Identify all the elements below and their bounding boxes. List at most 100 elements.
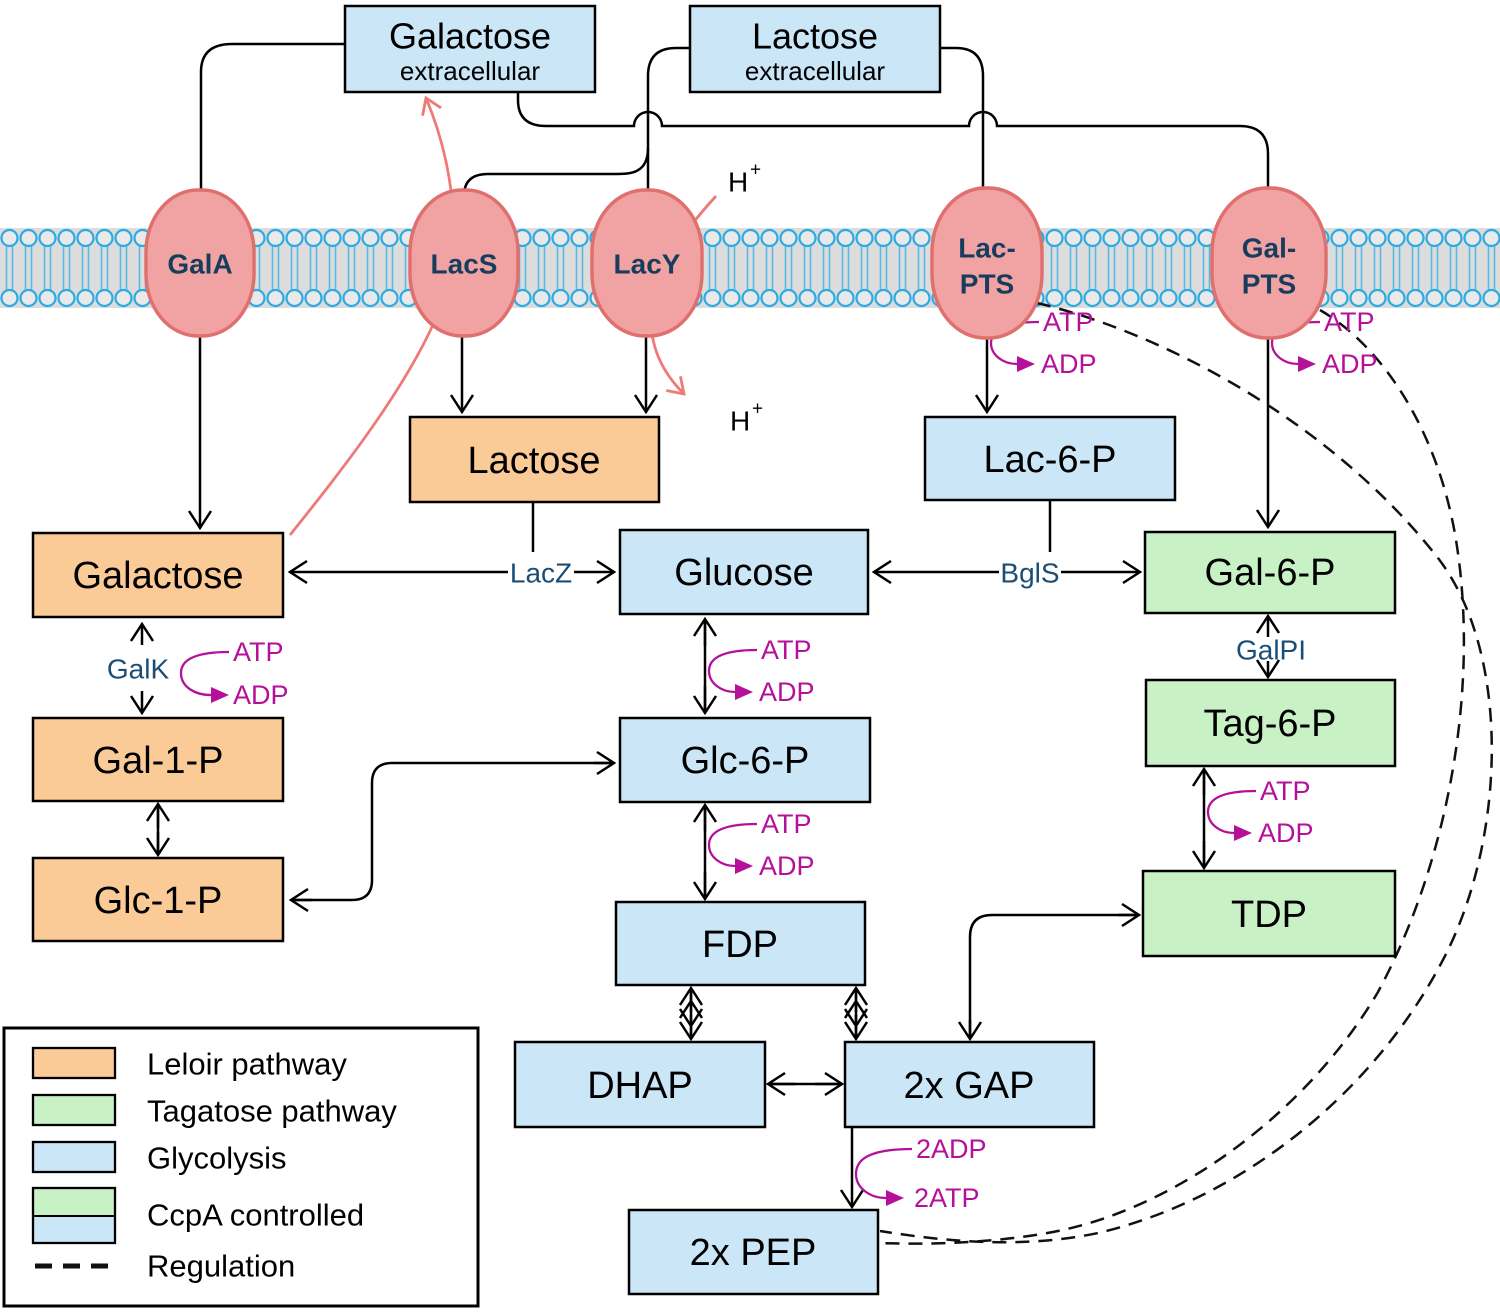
box-galactose-extracellular: Galactose extracellular bbox=[343, 4, 597, 94]
proton-symbol: H bbox=[730, 406, 750, 437]
reaction-lines bbox=[129, 500, 1281, 1210]
box-gal1p: Gal-1-P bbox=[31, 716, 285, 803]
node-title: Lactose bbox=[752, 16, 878, 57]
node-label: Gal-6-P bbox=[1205, 552, 1336, 594]
legend-swatch-ccpa-top bbox=[32, 1187, 116, 1217]
transporter-label-line1: Gal- bbox=[1242, 233, 1296, 264]
box-glc6p: Glc-6-P bbox=[618, 716, 872, 804]
node-label: 2x GAP bbox=[904, 1065, 1035, 1107]
node-rect bbox=[1141, 869, 1397, 958]
transporter-galpts: Gal- PTS bbox=[1210, 186, 1328, 340]
proton-label-bottom: H + bbox=[730, 399, 763, 437]
box-glc1p: Glc-1-P bbox=[31, 856, 285, 943]
box-lac6p: Lac-6-P bbox=[923, 415, 1177, 502]
box-tag6p: Tag-6-P bbox=[1144, 678, 1397, 768]
atp-label: ATP bbox=[1324, 307, 1375, 337]
enzyme-bgls-label: BglS bbox=[1000, 558, 1059, 589]
transporter-label-line2: PTS bbox=[960, 269, 1014, 300]
transporter-label-line2: PTS bbox=[1242, 269, 1296, 300]
box-dhap: DHAP bbox=[513, 1040, 767, 1129]
atp-label: ATP bbox=[1043, 307, 1094, 337]
adp-label: ADP bbox=[1258, 818, 1314, 848]
line-galactoseex-to-gala bbox=[199, 42, 350, 190]
transporter-gala: GalA bbox=[144, 188, 256, 338]
line-lactoseex-to-lacpts bbox=[940, 46, 985, 190]
box-glucose: Glucose bbox=[618, 528, 870, 616]
adp-arrowhead-icon bbox=[735, 858, 753, 874]
adp-label: ADP bbox=[759, 851, 815, 881]
cofactor-galk: ATP ADP bbox=[179, 637, 289, 710]
line-glc1p-glc6p bbox=[294, 761, 612, 902]
node-rect bbox=[923, 415, 1177, 502]
node-rect bbox=[618, 716, 872, 804]
legend-swatch-tagatose bbox=[31, 1093, 117, 1127]
adp-arrowhead-icon bbox=[1234, 825, 1252, 841]
box-gal6p: Gal-6-P bbox=[1143, 530, 1397, 615]
node-rect bbox=[1143, 530, 1397, 615]
transporter-shape bbox=[408, 188, 520, 338]
legend-label-leloir: Leloir pathway bbox=[147, 1047, 347, 1082]
node-label: DHAP bbox=[587, 1065, 693, 1107]
proton-charge: + bbox=[752, 399, 763, 420]
node-rect bbox=[31, 716, 285, 803]
node-rect bbox=[843, 1040, 1096, 1129]
box-fdp: FDP bbox=[614, 900, 867, 987]
atp-label: ATP bbox=[1260, 776, 1311, 806]
atp-adp-curve bbox=[707, 648, 758, 694]
node-label: Lactose bbox=[467, 440, 600, 482]
transporter-shape bbox=[1210, 186, 1328, 340]
line-galactoseex-to-galpts bbox=[516, 92, 1270, 190]
node-label: Glc-1-P bbox=[94, 880, 223, 922]
node-rect bbox=[614, 900, 867, 987]
box-pep: 2x PEP bbox=[627, 1208, 880, 1296]
node-subtitle: extracellular bbox=[745, 56, 886, 86]
legend-swatch-ccpa-frame bbox=[31, 1186, 117, 1245]
box-lactose-intracellular: Lactose bbox=[408, 415, 661, 504]
transport-lines bbox=[187, 42, 1281, 531]
legend-label-tagatose: Tagatose pathway bbox=[147, 1094, 397, 1129]
atp-label: ATP bbox=[761, 635, 812, 665]
node-rect bbox=[343, 4, 597, 94]
node-rect bbox=[1144, 678, 1397, 768]
node-label: 2x PEP bbox=[690, 1232, 817, 1274]
adp-arrowhead-icon bbox=[735, 684, 753, 700]
enzyme-lacz-label: LacZ bbox=[510, 558, 572, 589]
line-lactoseex-to-lacy bbox=[646, 46, 690, 190]
cofactor-gap-pep: 2ADP 2ATP bbox=[854, 1134, 987, 1213]
node-rect bbox=[688, 4, 942, 94]
transporter-lacy: LacY bbox=[590, 188, 704, 338]
node-label: Tag-6-P bbox=[1203, 703, 1336, 745]
legend-label-glycolysis: Glycolysis bbox=[147, 1141, 287, 1176]
node-rect bbox=[31, 531, 285, 619]
cofactor-tag6p-tdp: ATP ADP bbox=[1206, 776, 1314, 848]
node-label: Glc-6-P bbox=[681, 740, 810, 782]
transporter-lacpts: Lac- PTS bbox=[930, 186, 1044, 340]
line-branch-to-lacs bbox=[462, 147, 650, 206]
legend: Leloir pathway Tagatose pathway Glycolys… bbox=[2, 1026, 480, 1308]
node-label: Lac-6-P bbox=[983, 439, 1116, 481]
transporter-lacs: LacS bbox=[408, 188, 520, 338]
proton-label-top: H + bbox=[728, 160, 761, 198]
node-label: TDP bbox=[1231, 894, 1307, 936]
box-tdp: TDP bbox=[1141, 869, 1397, 958]
transporter-shape bbox=[590, 188, 704, 338]
legend-swatch-glycolysis bbox=[31, 1140, 117, 1174]
transporter-label: LacY bbox=[614, 249, 681, 280]
cofactor-glucose-glc6p: ATP ADP bbox=[707, 635, 815, 707]
legend-swatch-leloir bbox=[31, 1046, 117, 1080]
node-rect bbox=[627, 1208, 880, 1296]
adp-label: ADP bbox=[1322, 349, 1378, 379]
node-label: Galactose bbox=[72, 555, 243, 597]
atp-label: ATP bbox=[761, 809, 812, 839]
legend-swatch-ccpa-bottom bbox=[32, 1215, 116, 1244]
line-tdp-gap bbox=[968, 913, 1136, 1038]
legend-label-regulation: Regulation bbox=[147, 1249, 295, 1284]
regulation-arc-galpts-pep bbox=[879, 308, 1466, 1245]
proton-symbol: H bbox=[728, 167, 748, 198]
node-rect bbox=[618, 528, 870, 616]
2adp-label: 2ADP bbox=[916, 1134, 987, 1164]
atp-adp-curve bbox=[1206, 789, 1257, 835]
adp-atp-curve bbox=[854, 1147, 913, 1200]
transporter-label: LacS bbox=[431, 249, 498, 280]
